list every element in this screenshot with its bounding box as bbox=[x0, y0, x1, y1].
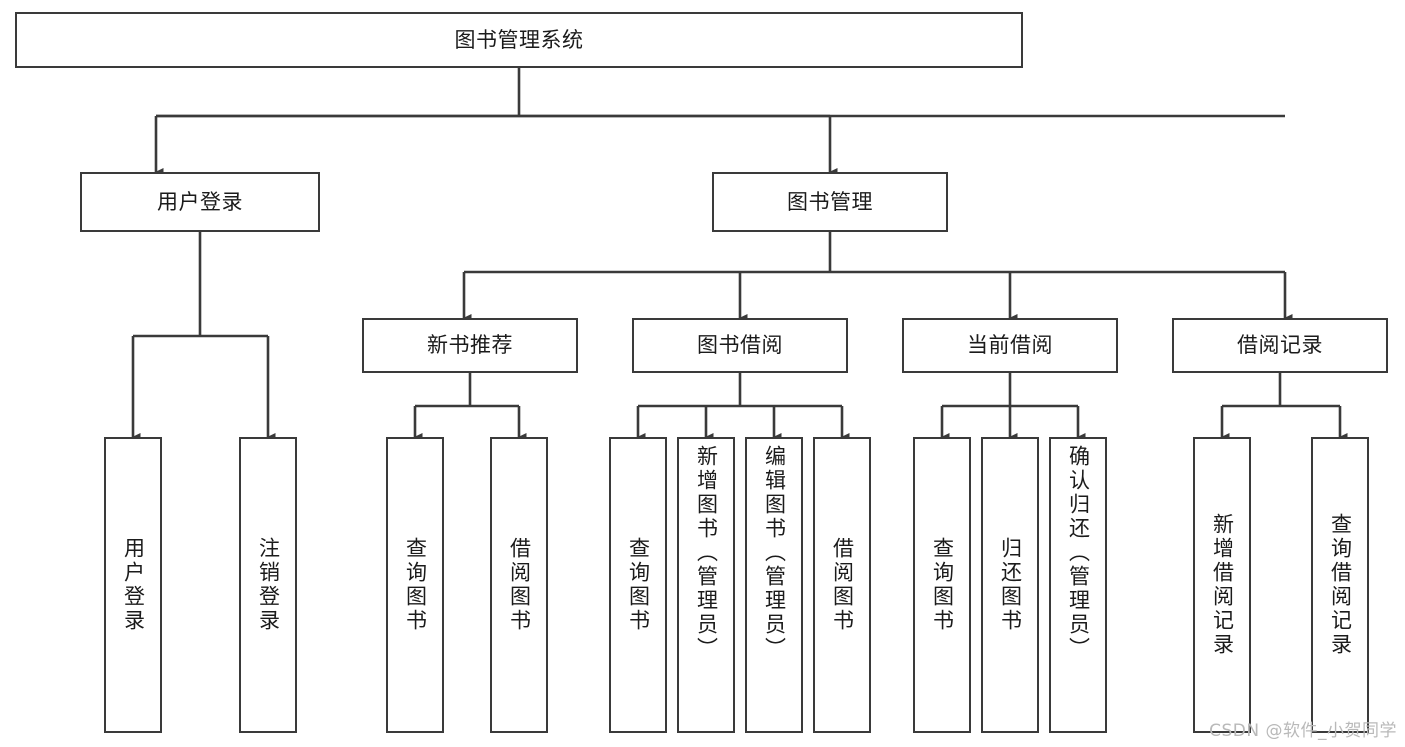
node-book-management[interactable]: 图书管理 bbox=[712, 172, 948, 232]
node-borrow-record[interactable]: 借阅记录 bbox=[1172, 318, 1388, 373]
node-current-borrow-label: 当前借阅 bbox=[967, 333, 1053, 358]
leaf-label: 确认归还（管理员） bbox=[1066, 445, 1091, 661]
leaf-label: 查询图书 bbox=[403, 537, 428, 633]
leaf-label: 借阅图书 bbox=[830, 537, 855, 633]
leaf-label: 查询图书 bbox=[930, 537, 955, 633]
leaf-label: 归还图书 bbox=[998, 537, 1023, 633]
leaf-borrow-edit-book-admin[interactable]: 编辑图书（管理员） bbox=[745, 437, 803, 733]
node-user-login-label: 用户登录 bbox=[157, 189, 243, 214]
leaf-record-query[interactable]: 查询借阅记录 bbox=[1311, 437, 1369, 733]
leaf-label: 编辑图书（管理员） bbox=[762, 445, 787, 661]
leaf-borrow-add-book-admin[interactable]: 新增图书（管理员） bbox=[677, 437, 735, 733]
node-book-borrow-label: 图书借阅 bbox=[697, 333, 783, 358]
leaf-new-book-query[interactable]: 查询图书 bbox=[386, 437, 444, 733]
leaf-current-confirm-return-admin[interactable]: 确认归还（管理员） bbox=[1049, 437, 1107, 733]
leaf-label: 查询图书 bbox=[626, 537, 651, 633]
leaf-user-login-signin[interactable]: 用户登录 bbox=[104, 437, 162, 733]
leaf-borrow-query-book[interactable]: 查询图书 bbox=[609, 437, 667, 733]
leaf-borrow-borrow-book[interactable]: 借阅图书 bbox=[813, 437, 871, 733]
node-book-management-label: 图书管理 bbox=[787, 189, 873, 214]
node-root[interactable]: 图书管理系统 bbox=[15, 12, 1023, 68]
node-new-book-recommend[interactable]: 新书推荐 bbox=[362, 318, 578, 373]
leaf-label: 注销登录 bbox=[256, 537, 281, 633]
leaf-record-add[interactable]: 新增借阅记录 bbox=[1193, 437, 1251, 733]
leaf-current-return-book[interactable]: 归还图书 bbox=[981, 437, 1039, 733]
node-new-book-recommend-label: 新书推荐 bbox=[427, 333, 513, 358]
leaf-label: 新增借阅记录 bbox=[1210, 513, 1235, 657]
leaf-user-login-signout[interactable]: 注销登录 bbox=[239, 437, 297, 733]
node-book-borrow[interactable]: 图书借阅 bbox=[632, 318, 848, 373]
leaf-current-query-book[interactable]: 查询图书 bbox=[913, 437, 971, 733]
leaf-label: 用户登录 bbox=[121, 537, 146, 633]
leaf-label: 借阅图书 bbox=[507, 537, 532, 633]
leaf-label: 新增图书（管理员） bbox=[694, 445, 719, 661]
node-current-borrow[interactable]: 当前借阅 bbox=[902, 318, 1118, 373]
watermark-text: CSDN @软件_小贺同学 bbox=[1209, 721, 1397, 741]
node-root-label: 图书管理系统 bbox=[454, 27, 584, 52]
leaf-label: 查询借阅记录 bbox=[1328, 513, 1353, 657]
leaf-new-book-borrow[interactable]: 借阅图书 bbox=[490, 437, 548, 733]
node-borrow-record-label: 借阅记录 bbox=[1237, 333, 1323, 358]
node-user-login[interactable]: 用户登录 bbox=[80, 172, 320, 232]
